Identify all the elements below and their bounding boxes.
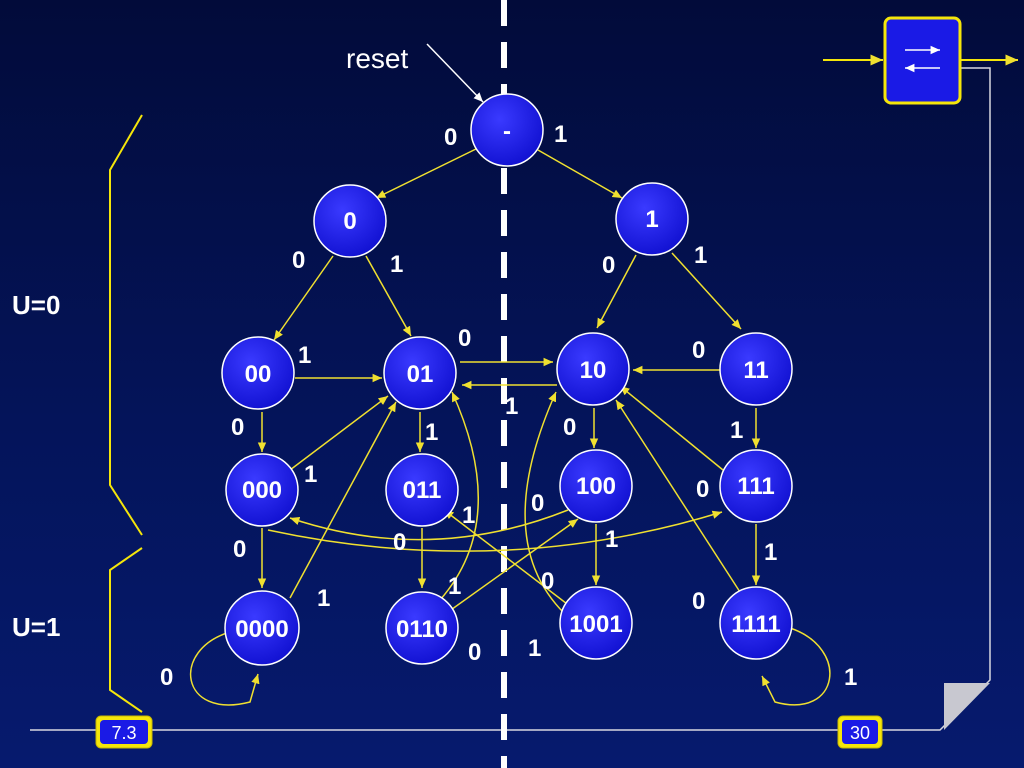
node-0000: 0000 [224,590,300,666]
edge-label: 1 [448,573,461,600]
node-1111: 1111 [719,586,793,660]
footer-frame [30,67,991,731]
svg-text:0110: 0110 [396,616,448,643]
edge-root-0 [375,147,479,199]
edge-label: 0 [563,414,576,441]
edge-0110-100 [447,518,579,613]
edge-111-10 [619,385,724,471]
node-100: 100 [559,449,633,523]
edge-labels: 0 1 0 1 0 1 0 1 0 0 1 0 1 1 0 1 0 0 1 0 … [160,121,857,691]
svg-text:10: 10 [580,357,607,384]
edge-label: 1 [298,342,311,369]
edge-label: 0 [541,568,554,595]
svg-text:111: 111 [737,473,774,500]
node-00: 00 [221,336,295,410]
node-01: 01 [383,336,457,410]
page-curl [944,683,990,730]
svg-text:7.3: 7.3 [111,723,136,743]
group-label-u1: U=1 [12,612,60,642]
svg-text:011: 011 [403,477,442,504]
edge-label: 1 [605,526,618,553]
edge-100-000 [289,509,569,541]
edge-label: 0 [602,252,615,279]
reset-arrow [426,43,484,103]
edge-label: 1 [694,242,707,269]
edge-label: 1 [844,664,857,691]
edge-label: 1 [730,417,743,444]
edge-label: 0 [458,325,471,352]
edge-1-10 [596,254,637,329]
edge-label: 1 [304,461,317,488]
svg-text:1: 1 [645,206,658,233]
svg-text:11: 11 [743,357,768,384]
svg-text:0: 0 [343,208,356,235]
node-1: 1 [615,182,689,256]
node-1001: 1001 [559,586,633,660]
edge-0000-self [189,631,260,706]
svg-text:30: 30 [850,723,870,743]
edge-label: 0 [231,414,244,441]
node-0: 0 [313,184,387,258]
svg-text:00: 00 [245,361,272,388]
edge-0110-01 [439,391,479,601]
node-000: 000 [225,453,299,527]
node-11: 11 [719,332,793,406]
edge-000-01 [289,395,389,471]
chapter-badge: 7.3 [95,715,153,749]
edge-1001-10 [524,391,566,615]
edge-label: 1 [505,393,518,420]
edge-label: 0 [692,588,705,615]
reset-label: reset [346,43,408,74]
edge-1111-10 [615,399,741,593]
edge-label: 0 [692,337,705,364]
edge-label: 0 [531,490,544,517]
edge-label: 1 [528,635,541,662]
svg-text:-: - [503,118,511,145]
edge-0000-01 [289,401,397,599]
edge-label: 0 [292,247,305,274]
brace-u0 [109,114,143,536]
edge-label: 0 [468,639,481,666]
node-root: - [470,93,544,167]
edge-label: 0 [444,124,457,151]
edge-label: 1 [425,419,438,446]
edge-label: 0 [160,664,173,691]
svg-text:1001: 1001 [569,611,622,638]
node-10: 10 [556,332,630,406]
group-label-u0: U=0 [12,290,60,320]
nodes: - 0 1 00 01 10 11 000 011 100 111 0000 0… [221,93,793,666]
edge-0-00 [273,255,334,341]
edge-label: 1 [317,585,330,612]
edge-root-1 [537,149,623,199]
svg-text:1111: 1111 [731,611,780,638]
svg-text:01: 01 [407,361,434,388]
brace-u1 [109,547,143,713]
edge-1-11 [671,252,742,330]
edge-label: 0 [233,536,246,563]
page-number-badge: 30 [837,715,883,749]
svg-text:000: 000 [242,477,282,504]
edge-label: 0 [696,476,709,503]
edges [189,147,831,706]
edge-label: 1 [554,121,567,148]
edge-000-111 [267,510,723,552]
edge-1001-011 [443,509,576,611]
register-symbol [823,16,1018,105]
edge-0-01 [365,255,412,337]
edge-label: 1 [390,251,403,278]
node-011: 011 [385,453,459,527]
node-0110: 0110 [385,591,459,665]
edge-label: 0 [393,529,406,556]
svg-text:0000: 0000 [235,616,288,643]
node-111: 111 [719,449,793,523]
edge-label: 1 [764,539,777,566]
edge-1111-self [761,627,831,706]
svg-text:100: 100 [576,473,616,500]
edge-label: 1 [462,502,475,529]
